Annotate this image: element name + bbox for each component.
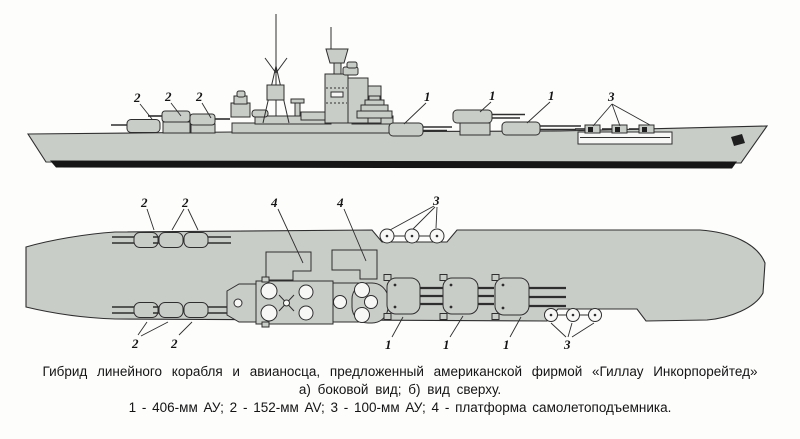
side-waterline-stripe [50, 160, 737, 169]
callout-2: 2 [133, 90, 141, 105]
callout-1: 1 [489, 88, 496, 103]
side-superstructure [230, 14, 394, 134]
top-turrets-406mm [383, 274, 566, 320]
stern-marker [731, 134, 745, 146]
top-view: 2 2 4 4 3 2 2 1 1 1 3 [25, 193, 766, 352]
callout-1: 1 [424, 89, 431, 104]
aft-rangefinder-stack [356, 95, 393, 119]
callout-1: 1 [443, 337, 450, 352]
ship-drawing: 2 2 2 1 1 1 3 [25, 14, 769, 352]
callout-4: 4 [336, 195, 344, 210]
caption-legend: 1 - 406-мм АУ; 2 - 152-мм AV; 3 - 100-мм… [128, 400, 672, 415]
top-hull [25, 229, 766, 322]
side-turrets-406mm [388, 109, 581, 137]
top-island [226, 276, 389, 328]
callout-1: 1 [503, 337, 510, 352]
side-view: 2 2 2 1 1 1 3 [26, 14, 769, 169]
side-mounts-100mm [575, 124, 673, 145]
side-turrets-152mm [111, 110, 230, 134]
side-view-callouts: 2 2 2 1 1 1 3 [133, 88, 651, 127]
top-mounts-100mm-lower [544, 308, 602, 322]
fire-director-tower [324, 27, 349, 124]
tripod-mast [262, 14, 290, 124]
callout-2: 2 [131, 336, 139, 351]
top-turrets-152mm-upper [112, 232, 231, 248]
callout-2: 2 [140, 195, 148, 210]
callout-2: 2 [164, 89, 172, 104]
callout-4: 4 [270, 195, 278, 210]
top-view-callouts: 2 2 4 4 3 2 2 1 1 1 3 [131, 193, 595, 352]
top-turrets-152mm-lower [112, 302, 231, 318]
top-mounts-100mm-upper [379, 228, 445, 244]
callout-2: 2 [170, 336, 178, 351]
callout-3: 3 [563, 337, 571, 352]
callout-3: 3 [432, 193, 440, 208]
figure-caption: Гибрид линейного корабля и авианосца, пр… [0, 363, 800, 417]
callout-2: 2 [195, 89, 203, 104]
callout-1: 1 [385, 337, 392, 352]
callout-2: 2 [181, 195, 189, 210]
caption-title: Гибрид линейного корабля и авианосца, пр… [42, 364, 758, 379]
callout-3: 3 [607, 89, 615, 104]
callout-1: 1 [548, 88, 555, 103]
caption-views: а) боковой вид; б) вид сверху. [298, 382, 502, 397]
